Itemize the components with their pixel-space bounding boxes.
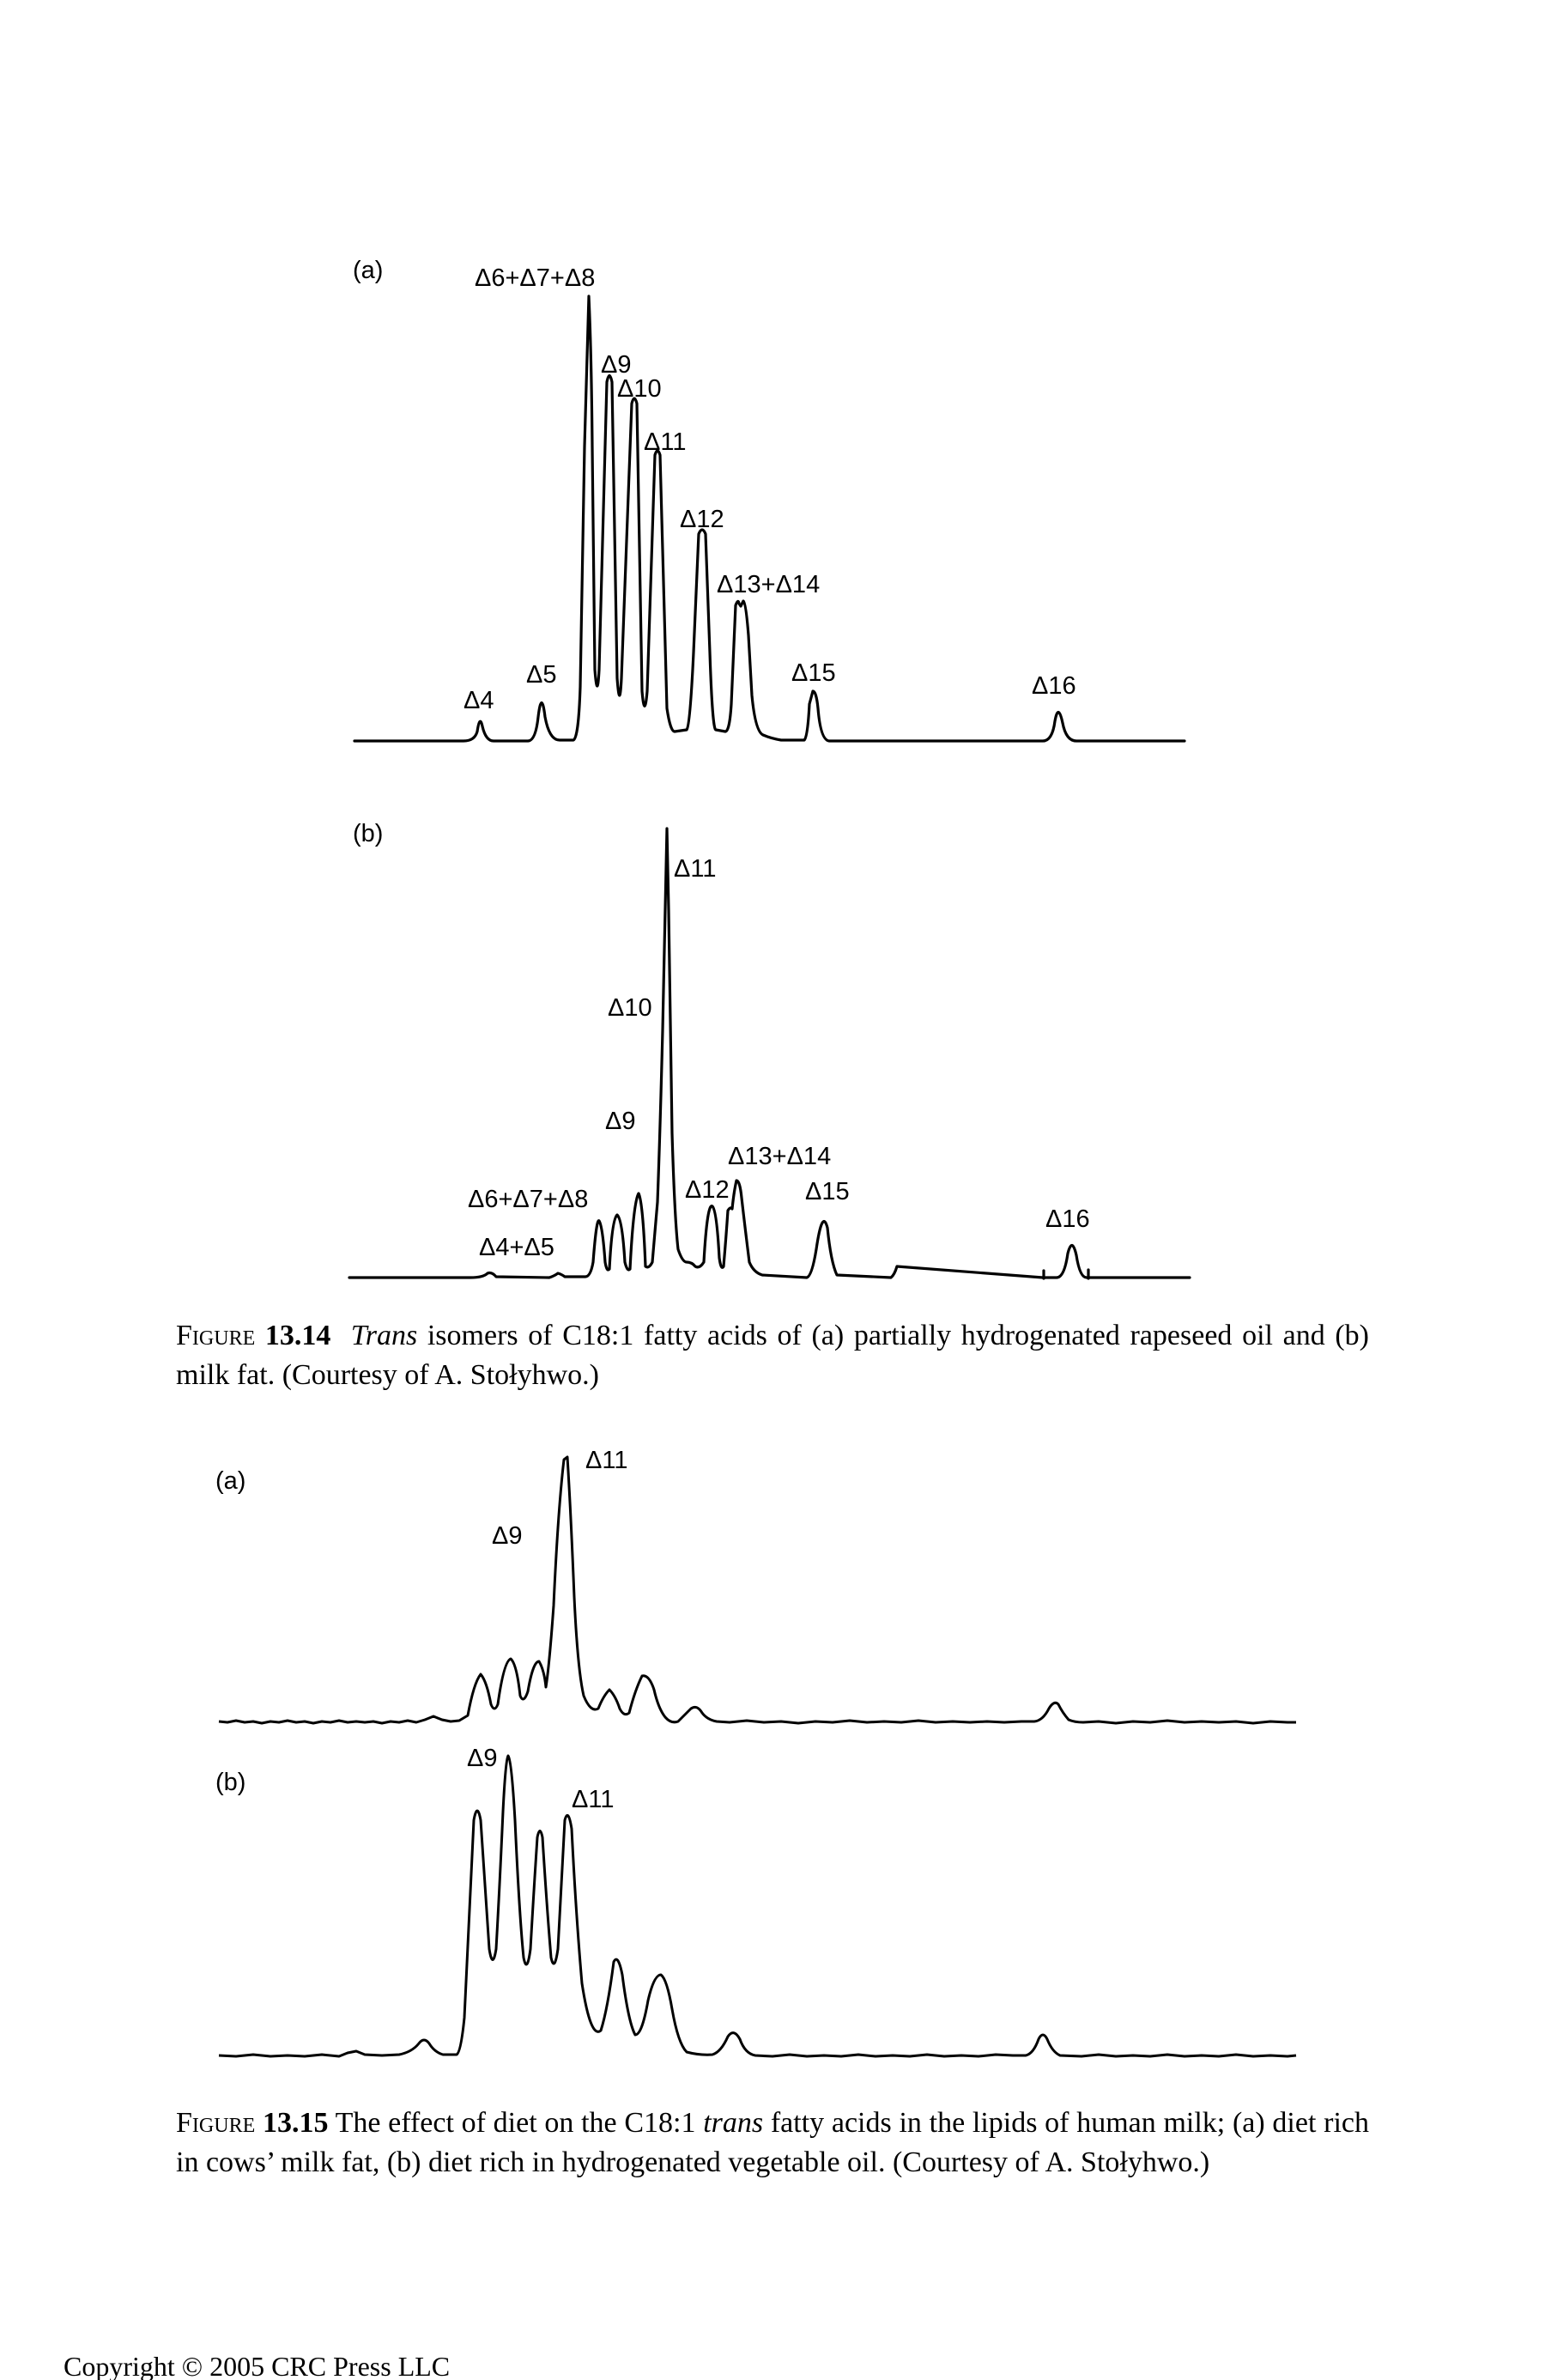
- figure-13-15-caption: Figure 13.15 The effect of diet on the C…: [176, 2104, 1369, 2183]
- figure-13-14-panel-a: (a) Δ4 Δ5 Δ6+Δ7+Δ8 Δ9 Δ10 Δ11 Δ12 Δ13+Δ1…: [353, 257, 1186, 743]
- caption-figure-number: 13.15: [262, 2107, 329, 2139]
- copyright-footer: Copyright © 2005 CRC Press LLC: [64, 2351, 451, 2380]
- peak-label: Δ4+Δ5: [479, 1234, 554, 1261]
- peak-label: Δ16: [1032, 672, 1076, 700]
- figure-13-14-caption: Figure 13.14 Trans isomers of C18:1 fatt…: [176, 1316, 1369, 1395]
- peak-label: Δ9: [492, 1522, 523, 1550]
- figure-13-14-panel-b: (b) Δ11 Δ10 Δ9 Δ6+Δ7+Δ8 Δ4+Δ5 Δ12 Δ13+Δ1…: [348, 820, 1191, 1280]
- peak-label: Δ9: [467, 1745, 498, 1772]
- peak-label: Δ10: [617, 375, 662, 403]
- caption-text: The effect of diet on the C18:1: [328, 2107, 704, 2139]
- caption-italic: Trans: [350, 1320, 418, 1351]
- panel-label-a: (a): [353, 257, 383, 284]
- peak-label: Δ12: [685, 1176, 730, 1204]
- panel-label-b: (b): [353, 820, 383, 847]
- peak-label: Δ4: [464, 687, 494, 714]
- peak-label: Δ15: [805, 1178, 850, 1205]
- peak-label: Δ11: [674, 855, 716, 883]
- peak-label: Δ11: [585, 1447, 627, 1474]
- peak-label: Δ10: [608, 994, 652, 1022]
- peak-label: Δ15: [791, 659, 836, 687]
- peak-label: Δ5: [526, 661, 557, 689]
- panel-label-b: (b): [215, 1769, 245, 1796]
- caption-italic: trans: [703, 2107, 764, 2139]
- chromatogram-trace-14a: [353, 294, 1186, 743]
- figure-13-15-panel-b: (b) Δ9 Δ11: [215, 1745, 1297, 2058]
- caption-figure-word: Figure: [176, 2107, 256, 2139]
- caption-figure-number: 13.14: [264, 1320, 331, 1351]
- caption-text: isomers of C18:1 fatty acids of (a) part…: [176, 1320, 1370, 1391]
- peak-label: Δ16: [1045, 1205, 1090, 1233]
- peak-label: Δ11: [644, 428, 686, 456]
- peak-label: Δ9: [601, 351, 632, 379]
- peak-label: Δ9: [605, 1108, 636, 1135]
- peak-label: Δ6+Δ7+Δ8: [475, 264, 595, 292]
- caption-text: fatty acids in the lipids of human milk;…: [176, 2107, 1369, 2178]
- peak-label: Δ12: [680, 506, 724, 533]
- peak-label: Δ6+Δ7+Δ8: [468, 1186, 588, 1213]
- chromatogram-trace-15a: [218, 1455, 1296, 1725]
- peak-label: Δ11: [572, 1786, 614, 1813]
- peak-label: Δ13+Δ14: [717, 571, 820, 598]
- caption-figure-word: Figure: [176, 1320, 256, 1351]
- figure-13-15-panel-a: (a) Δ9 Δ11: [215, 1447, 1296, 1725]
- panel-label-a: (a): [215, 1467, 245, 1495]
- chromatogram-trace-15b: [218, 1754, 1297, 2058]
- chromatogram-trace-14b: [348, 827, 1191, 1280]
- peak-label: Δ13+Δ14: [728, 1143, 831, 1170]
